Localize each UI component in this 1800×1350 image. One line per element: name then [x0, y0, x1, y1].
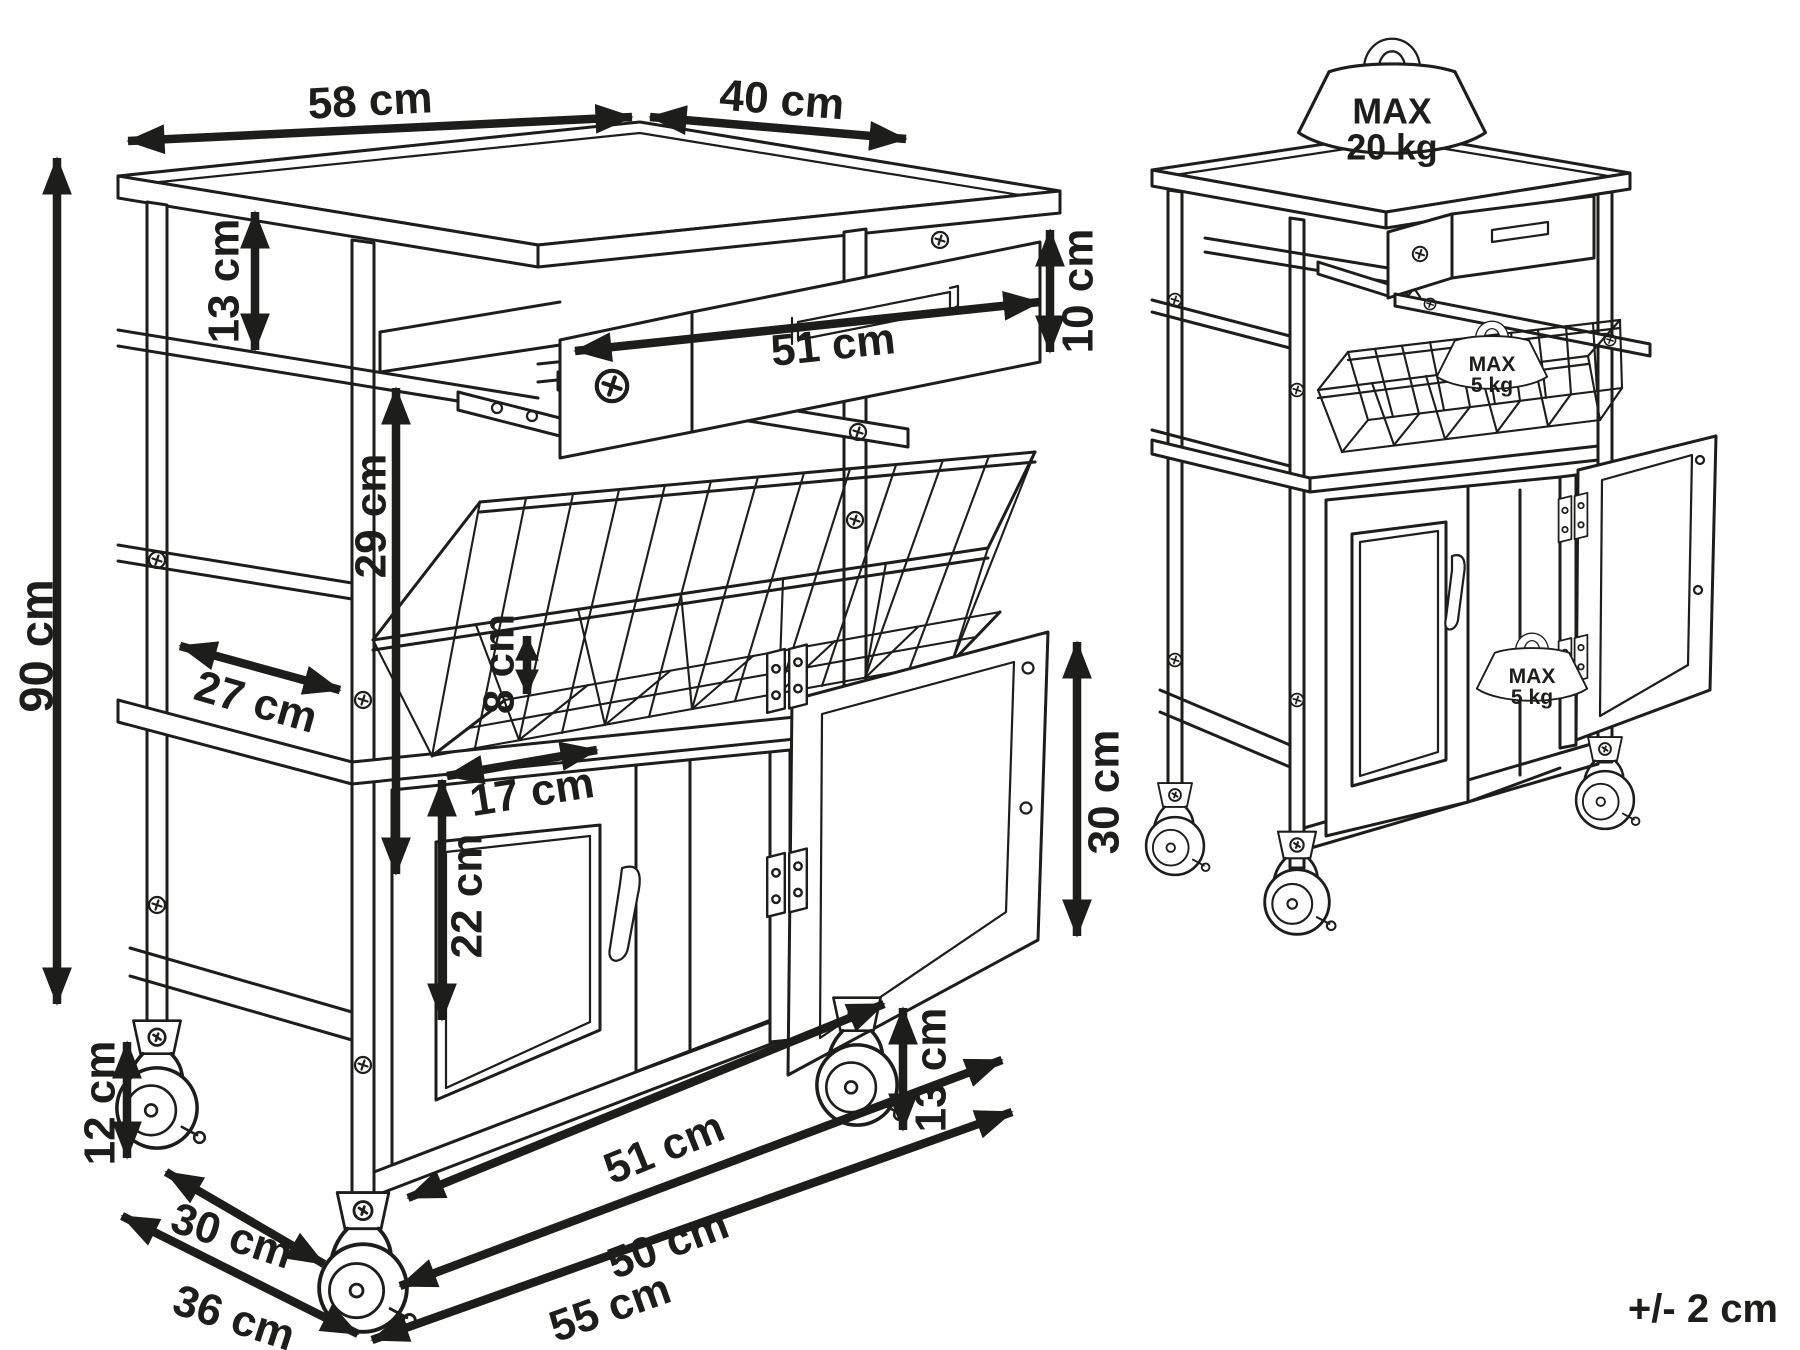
dim-caster-height-right: 13 cm: [888, 1006, 956, 1133]
bottom-cabinet: MAX 5 kg: [1302, 434, 1718, 852]
left-door: [1324, 484, 1470, 838]
dim-apron-height: 13 cm: [200, 210, 270, 352]
open-drawer: [378, 230, 1042, 460]
wire-basket: [371, 450, 1037, 758]
caster-wheel: [1144, 781, 1211, 877]
caster-wheel: [317, 1190, 418, 1334]
dim-basket-to-shelf: 8 cm: [475, 614, 539, 714]
max-value: 20 kg: [1346, 127, 1437, 167]
dim-door-panel-height: 22 cm: [427, 778, 492, 1022]
dim-label: 10 cm: [1054, 229, 1103, 354]
dim-base-depth: 30 cm: [163, 1168, 327, 1279]
dim-label: 29 cm: [347, 454, 396, 579]
dim-label: 40 cm: [718, 71, 846, 130]
max-label: MAX: [1352, 92, 1432, 132]
door-handle: [1444, 554, 1466, 631]
dim-drawer-front-height: 10 cm: [1035, 228, 1103, 354]
middle-shelf: [1150, 438, 1600, 494]
dim-label: 8 cm: [475, 614, 524, 714]
dim-label: 30 cm: [1080, 730, 1129, 855]
dim-label: 13 cm: [200, 219, 249, 344]
table-top: [116, 120, 1062, 269]
max-load-basket: MAX 5 kg: [1435, 320, 1549, 397]
caster-wheel: [1574, 735, 1641, 831]
right-door-open: [1557, 434, 1718, 742]
left-door: [390, 763, 641, 1167]
dim-top-width: 58 cm: [126, 73, 634, 155]
dim-label: 12 cm: [76, 1041, 125, 1166]
open-drawer: [1203, 194, 1596, 300]
load-capacity-view: MAX 5 kg: [1144, 37, 1718, 936]
max-load-cabinet: MAX 5 kg: [1475, 632, 1589, 709]
dim-label: 55 cm: [543, 1264, 677, 1350]
dim-caster-height-left: 12 cm: [76, 1040, 142, 1166]
max-value: 5 kg: [1471, 374, 1513, 397]
tolerance-note: +/- 2 cm: [1628, 1287, 1778, 1331]
dimensioned-view: 58 cm 40 cm 13 cm 10 cm 51 cm 29 cm 27 c…: [10, 71, 1129, 1350]
dim-overall-height: 90 cm: [10, 156, 72, 1006]
drawer-handle: [1490, 220, 1550, 244]
dim-label: 90 cm: [10, 579, 63, 712]
max-label: MAX: [1509, 665, 1556, 688]
dim-door-height: 30 cm: [1062, 640, 1129, 938]
max-load-top: MAX 20 kg: [1296, 37, 1488, 167]
dim-top-depth: 40 cm: [648, 71, 908, 151]
right-door-open: [765, 630, 1050, 1077]
dim-mid-section-height: 29 cm: [347, 386, 411, 876]
dim-label: 36 cm: [167, 1275, 301, 1350]
dim-label: 50 cm: [601, 1199, 735, 1289]
dim-label: 58 cm: [306, 73, 433, 128]
dim-label: 22 cm: [443, 834, 492, 959]
hinge-icon: [765, 643, 809, 715]
screw-icon: [930, 230, 950, 250]
dim-label: 13 cm: [907, 1008, 956, 1133]
caster-wheel: [1263, 830, 1337, 936]
max-label: MAX: [1469, 353, 1516, 376]
max-value: 5 kg: [1511, 686, 1553, 709]
door-handle: [608, 865, 641, 962]
